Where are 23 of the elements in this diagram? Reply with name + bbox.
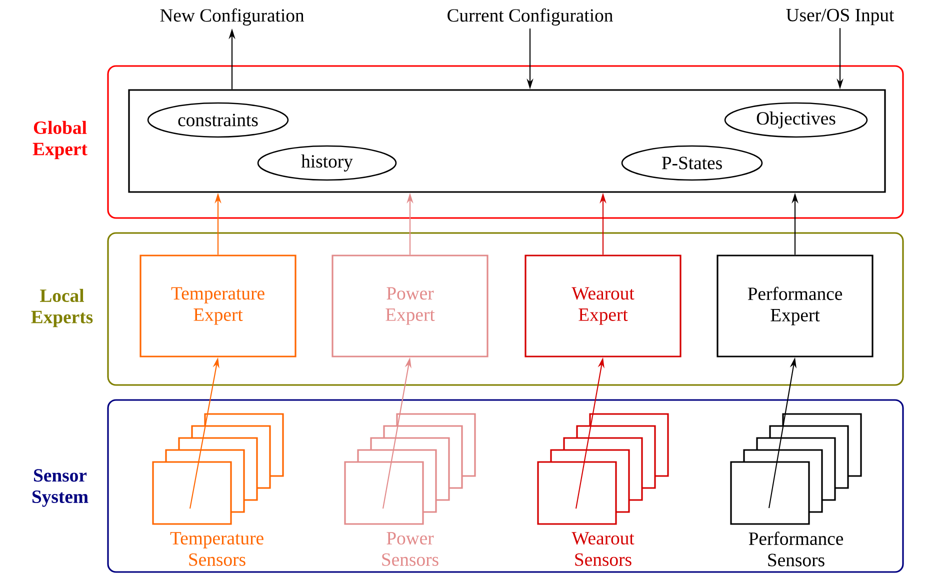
sensor-stack: Temperature Sensors: [152, 413, 284, 566]
expert-box: Power Expert: [332, 254, 488, 358]
sensor-stack: Power Sensors: [344, 413, 476, 566]
node-label: Temperature Sensors: [170, 532, 264, 566]
sensor-stack: Performance Sensors: [730, 413, 862, 566]
ellipse-node: P-States: [621, 145, 763, 181]
ellipse-node: history: [257, 145, 397, 181]
node-label: Power Sensors: [382, 532, 438, 566]
node-label: Wearout Sensors: [572, 532, 634, 566]
node-label: Global Expert: [32, 120, 88, 160]
node-label: Sensor System: [32, 469, 88, 507]
expert-box: [128, 89, 886, 193]
io-label: User/OS Input: [786, 8, 894, 26]
sensor-stack: Wearout Sensors: [537, 413, 669, 566]
expert-box: Wearout Expert: [524, 254, 682, 358]
expert-box: Temperature Expert: [140, 254, 296, 358]
node-label: Local Experts: [31, 288, 93, 328]
io-label: Current Configuration: [448, 8, 613, 26]
io-label: New Configuration: [160, 8, 304, 26]
node-label: Performance Sensors: [748, 532, 844, 566]
ellipse-node: Objectives: [724, 102, 868, 138]
ellipse-node: constraints: [147, 102, 289, 138]
expert-box: Performance Expert: [716, 254, 874, 358]
